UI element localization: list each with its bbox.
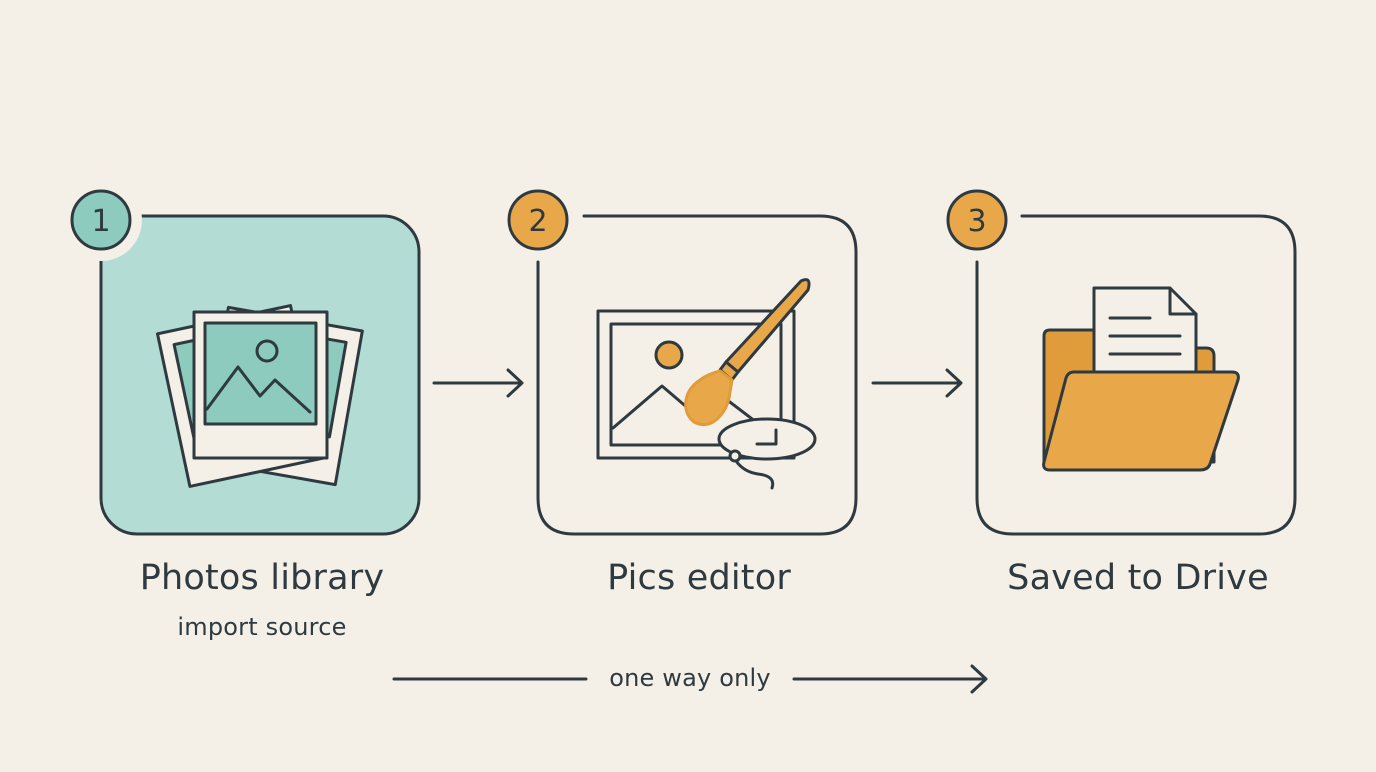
step-3-number: 3 <box>967 204 986 239</box>
step-3-title: Saved to Drive <box>1007 558 1269 598</box>
folder-document-icon <box>1042 286 1240 472</box>
step-2: 2 <box>507 189 858 536</box>
step-1: 1 <box>60 179 421 536</box>
step-2-title: Pics editor <box>607 558 791 598</box>
step-3-badge: 3 <box>946 189 1008 251</box>
step-1-title: Photos library <box>139 558 385 598</box>
arrow-2-to-3 <box>871 368 963 398</box>
photos-stack-icon <box>155 304 364 488</box>
one-way-flow-arrow <box>392 664 988 694</box>
step-2-number: 2 <box>528 204 547 239</box>
image-edit-brush-icon <box>596 278 817 490</box>
step-3: 3 <box>946 189 1297 536</box>
step-2-badge: 2 <box>507 189 569 251</box>
step-1-badge: 1 <box>70 189 132 251</box>
step-1-subtitle: import source <box>177 613 347 641</box>
flow-direction-label: one way only <box>609 664 771 692</box>
step-2-card <box>536 214 858 536</box>
step-1-number: 1 <box>91 204 110 239</box>
arrow-1-to-2 <box>432 368 524 398</box>
step-3-card <box>975 214 1297 536</box>
